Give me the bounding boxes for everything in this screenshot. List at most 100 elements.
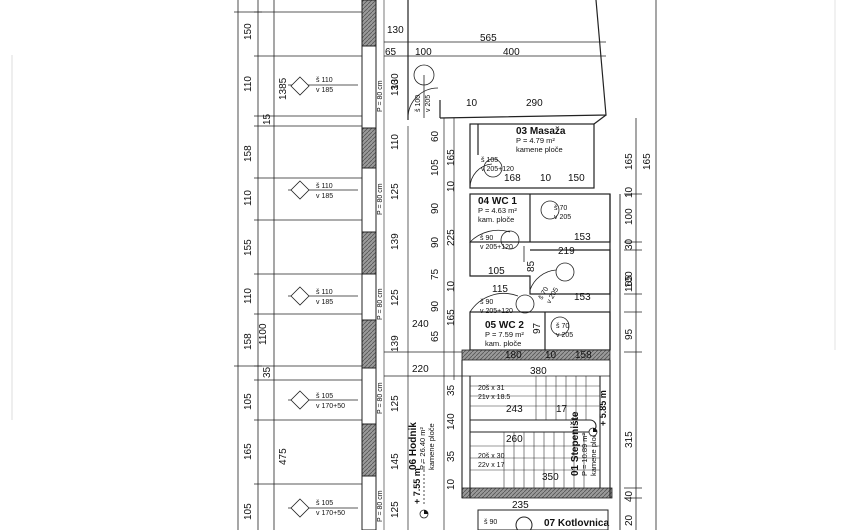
level-755-label: + 7.55 m xyxy=(412,468,422,504)
dim-int-225: 225 xyxy=(446,229,457,246)
dim-right-100a: 100 xyxy=(624,208,635,225)
dim-int-153a: 153 xyxy=(574,232,591,243)
door-1-width: š 100 xyxy=(415,95,422,112)
dim-int-158: 158 xyxy=(575,350,592,361)
dim-int-85: 85 xyxy=(526,260,537,272)
corridor-vertical-labels: 60 110 165 105 10 90 225 90 139 75 10 90… xyxy=(390,130,543,490)
dim-left-5: 110 xyxy=(243,190,254,206)
dim-int-10a: 10 xyxy=(466,98,478,109)
window-4-h: 125 xyxy=(390,395,401,412)
dim-int-140: 139 xyxy=(390,233,401,250)
dim-top-130: 130 xyxy=(387,25,404,36)
dim-left-10: 105 xyxy=(243,393,254,410)
dim-right-165a: 165 xyxy=(624,153,635,170)
room-05-finish: kam. ploče xyxy=(485,339,521,348)
dim-right-30: 30 xyxy=(624,238,635,250)
dim-left-7: 110 xyxy=(243,288,254,304)
window-5-sill: P = 80 cm xyxy=(377,490,384,522)
dim-int-75: 75 xyxy=(430,268,441,280)
dim-int-35a: 140 xyxy=(446,413,457,430)
right-dimension-labels: 165 10 100 30 100 165 165 95 315 40 20 xyxy=(624,153,653,526)
dim-int-115: 115 xyxy=(492,284,508,295)
dim-int-243: 243 xyxy=(506,404,523,415)
dim-top-100: 100 xyxy=(415,47,432,58)
door-2-width: š 105 xyxy=(481,157,498,164)
door-4-height: v 205 xyxy=(554,214,571,221)
window-5-h: 125 xyxy=(390,501,401,518)
dim-int-90c: 90 xyxy=(430,300,441,312)
room-03-area: P = 4.79 m² xyxy=(516,136,555,145)
dim-int-290: 290 xyxy=(526,98,543,109)
dim-int-65: 65 xyxy=(430,330,441,342)
room-06-name: 06 Hodnik xyxy=(408,422,419,470)
room-01-name: 01 Stepenište xyxy=(570,411,581,476)
window-3-width: š 110 xyxy=(316,289,333,296)
room-06-finish: kamene ploče xyxy=(427,423,436,470)
dim-left-8: 158 xyxy=(243,333,254,350)
level-585-label: + 5.85 m xyxy=(598,390,608,426)
dim-total-1: 1385 xyxy=(278,77,289,100)
door-2-height: v 205+120 xyxy=(481,166,514,173)
room-04-name: 04 WC 1 xyxy=(478,196,517,207)
door-8-width: š 90 xyxy=(484,519,497,526)
dim-int-235: 235 xyxy=(512,500,529,511)
staircase-dims: 220 380 243 17 260 350 235 xyxy=(412,364,568,511)
dim-left-1: 150 xyxy=(243,23,254,40)
room-07-door-labels: š 90 xyxy=(484,519,497,526)
dim-int-110: 110 xyxy=(390,134,401,150)
dim-int-10b: 10 xyxy=(446,180,457,192)
window-4-width: š 105 xyxy=(316,393,333,400)
window-2-h: 125 xyxy=(390,183,401,200)
door-7-height: v 205 xyxy=(556,332,573,339)
dim-total-3: 475 xyxy=(278,448,289,465)
window-5-width: š 105 xyxy=(316,500,333,507)
room-03-finish: kamene ploče xyxy=(516,145,563,154)
stair-1-riser: 21v x 18.5 xyxy=(478,394,510,401)
dim-left-6: 155 xyxy=(243,239,254,256)
dim-right-10: 10 xyxy=(624,186,635,198)
dim-int-165b: 165 xyxy=(446,309,457,326)
dim-int-150: 150 xyxy=(568,173,585,184)
dim-int-139: 139 xyxy=(390,335,401,352)
stair-1-tread: 20š x 31 xyxy=(478,385,505,392)
dim-left-11: 165 xyxy=(243,443,254,460)
dim-int-10e: 10 xyxy=(540,173,552,184)
dim-int-10d: 10 xyxy=(446,478,457,490)
left-dimension-chains xyxy=(234,0,362,530)
window-3-height: v 185 xyxy=(316,299,333,306)
room-06-hodnik: 06 Hodnik P = 26.40 m² kamene ploče xyxy=(408,422,436,470)
dim-int-145: 145 xyxy=(390,453,401,470)
level-marker-755: + 7.55 m xyxy=(412,462,429,519)
dim-int-90b: 90 xyxy=(430,236,441,248)
top-room-door-symbol xyxy=(407,64,439,119)
dim-int-260: 260 xyxy=(506,434,523,445)
dim-right-95: 95 xyxy=(624,328,635,340)
dim-int-168: 168 xyxy=(504,173,521,184)
room-04-vertical-dims: 85 xyxy=(526,260,537,272)
dim-top-400: 400 xyxy=(503,47,520,58)
door-3-height: v 205+120 xyxy=(480,244,513,251)
room-03-name: 03 Masaža xyxy=(516,126,566,137)
dim-right-40: 40 xyxy=(624,490,635,502)
staircase-walls xyxy=(384,360,611,498)
window-labels: š 110 v 185 š 110 v 185 š 110 v 185 š 10… xyxy=(316,77,345,517)
room-01-finish: kamene ploče xyxy=(589,429,598,476)
room-07-label: 07 Kotlovnica xyxy=(544,518,609,529)
dim-int-130: 130 xyxy=(390,73,401,90)
door-4-width: š 70 xyxy=(554,205,567,212)
wet-room-door-symbols xyxy=(469,158,575,336)
window-2-height: v 185 xyxy=(316,193,333,200)
window-1-h: 130 xyxy=(390,79,401,96)
top-dimension-labels: 130 65 100 565 400 10 290 xyxy=(385,25,543,109)
room-01-stepeniste: 01 Stepenište P = 10.89 m² kamene ploče xyxy=(570,411,598,476)
dim-int-105b: 105 xyxy=(488,266,505,277)
window-3-h: 125 xyxy=(390,289,401,306)
dim-int-220: 220 xyxy=(412,364,429,375)
dim-left-4: 158 xyxy=(243,145,254,162)
room-04-finish: kam. ploče xyxy=(478,215,514,224)
door-6-height: v 205+120 xyxy=(480,308,513,315)
window-sill-labels: P = 80 cm P = 80 cm P = 80 cm P = 80 cm … xyxy=(377,80,384,522)
window-1-width: š 110 xyxy=(316,77,333,84)
window-1-height: v 185 xyxy=(316,87,333,94)
dim-int-60: 60 xyxy=(430,130,441,142)
